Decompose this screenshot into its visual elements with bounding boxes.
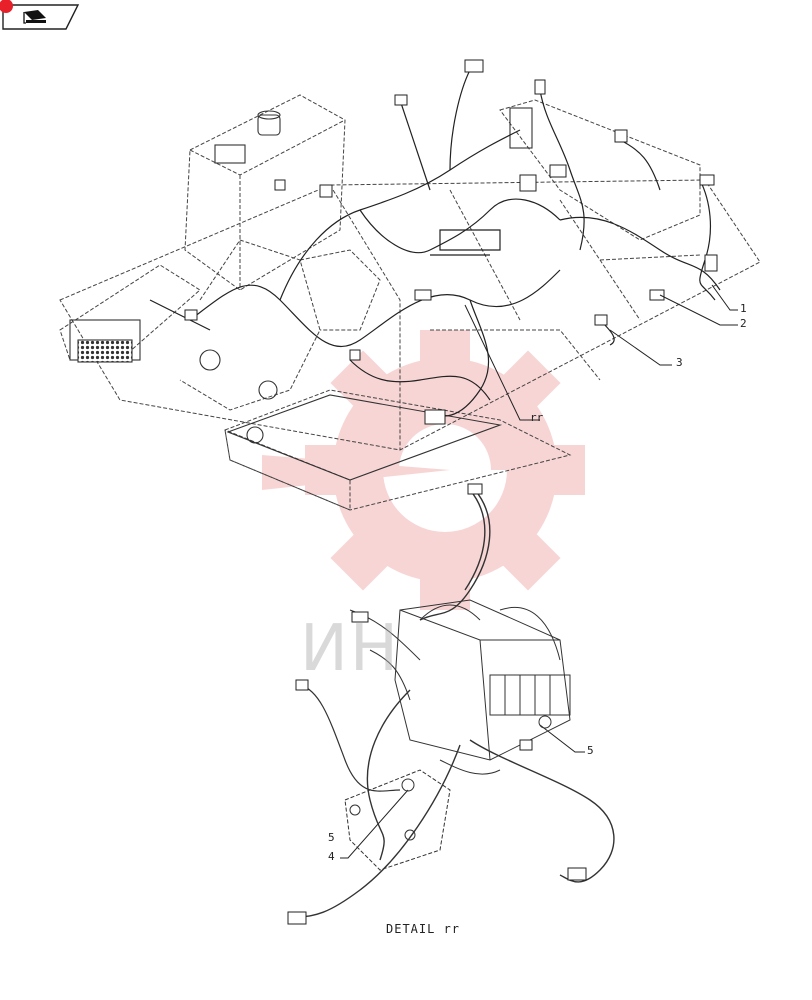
leader-lines	[340, 284, 738, 859]
detail-connectors	[287, 483, 587, 925]
callout-4: 4	[328, 850, 335, 863]
detail-caption: DETAIL rr	[386, 922, 461, 936]
frame-solid-edges	[69, 107, 533, 481]
gear-logo-icon	[262, 330, 585, 610]
callout-detail-ref: rr	[530, 411, 544, 424]
upper-frame	[59, 94, 761, 511]
harness-connectors	[184, 59, 718, 425]
callout-3: 3	[676, 356, 683, 369]
page-nav-tab[interactable]	[0, 0, 82, 32]
watermark-lettering: ИН	[300, 612, 400, 686]
page-turn-icon	[0, 0, 80, 30]
callout-1: 1	[740, 302, 747, 315]
callout-5-right: 5	[587, 744, 594, 757]
callout-2: 2	[740, 317, 747, 330]
callout-5-left: 5	[328, 831, 335, 844]
